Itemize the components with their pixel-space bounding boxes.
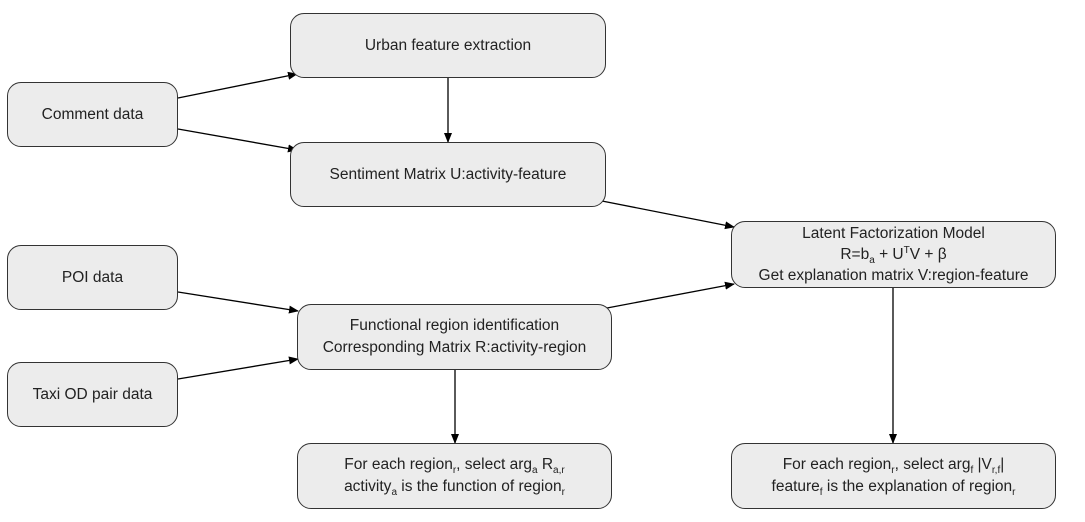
node-line-2: activitya is the function of regionr — [344, 478, 565, 499]
node-output-function: For each regionr, select arga Ra,r activ… — [297, 443, 612, 509]
node-line-2: featuref is the explanation of regionr — [771, 478, 1016, 499]
node-label: Comment data — [41, 105, 144, 123]
node-label: POI data — [61, 268, 124, 286]
node-functional-region: Functional region identification Corresp… — [297, 304, 612, 370]
node-label: Urban feature extraction — [364, 36, 532, 54]
edge-poi-functional — [177, 291, 299, 314]
node-output-explanation: For each regionr, select argf |Vr,f| fea… — [731, 443, 1056, 509]
node-equation: R=ba + UTV + β — [840, 244, 947, 267]
node-label: Taxi OD pair data — [32, 385, 153, 403]
edge-taxi-functional — [177, 356, 299, 380]
edge-comment-sentiment — [177, 128, 298, 153]
node-line-2: Corresponding Matrix R:activity-region — [322, 339, 587, 356]
node-urban-feature-extraction: Urban feature extraction — [290, 13, 606, 78]
node-line-1: For each regionr, select argf |Vr,f| — [782, 456, 1005, 477]
node-line-3: Get explanation matrix V:region-feature — [758, 267, 1029, 284]
edge-comment-urban — [177, 71, 298, 99]
node-line-1: For each regionr, select arga Ra,r — [344, 456, 565, 477]
edge-sentiment-latent — [601, 200, 735, 230]
node-latent-factorization-model: Latent Factorization Model R=ba + UTV + … — [731, 221, 1056, 288]
node-line-1: Latent Factorization Model — [802, 225, 985, 242]
node-line-1: Functional region identification — [349, 317, 560, 334]
node-taxi-od-data: Taxi OD pair data — [7, 362, 178, 427]
edge-functional-latent — [606, 281, 735, 309]
node-poi-data: POI data — [7, 245, 178, 310]
node-sentiment-matrix: Sentiment Matrix U:activity-feature — [290, 142, 606, 207]
node-label: Sentiment Matrix U:activity-feature — [329, 165, 567, 183]
node-comment-data: Comment data — [7, 82, 178, 147]
